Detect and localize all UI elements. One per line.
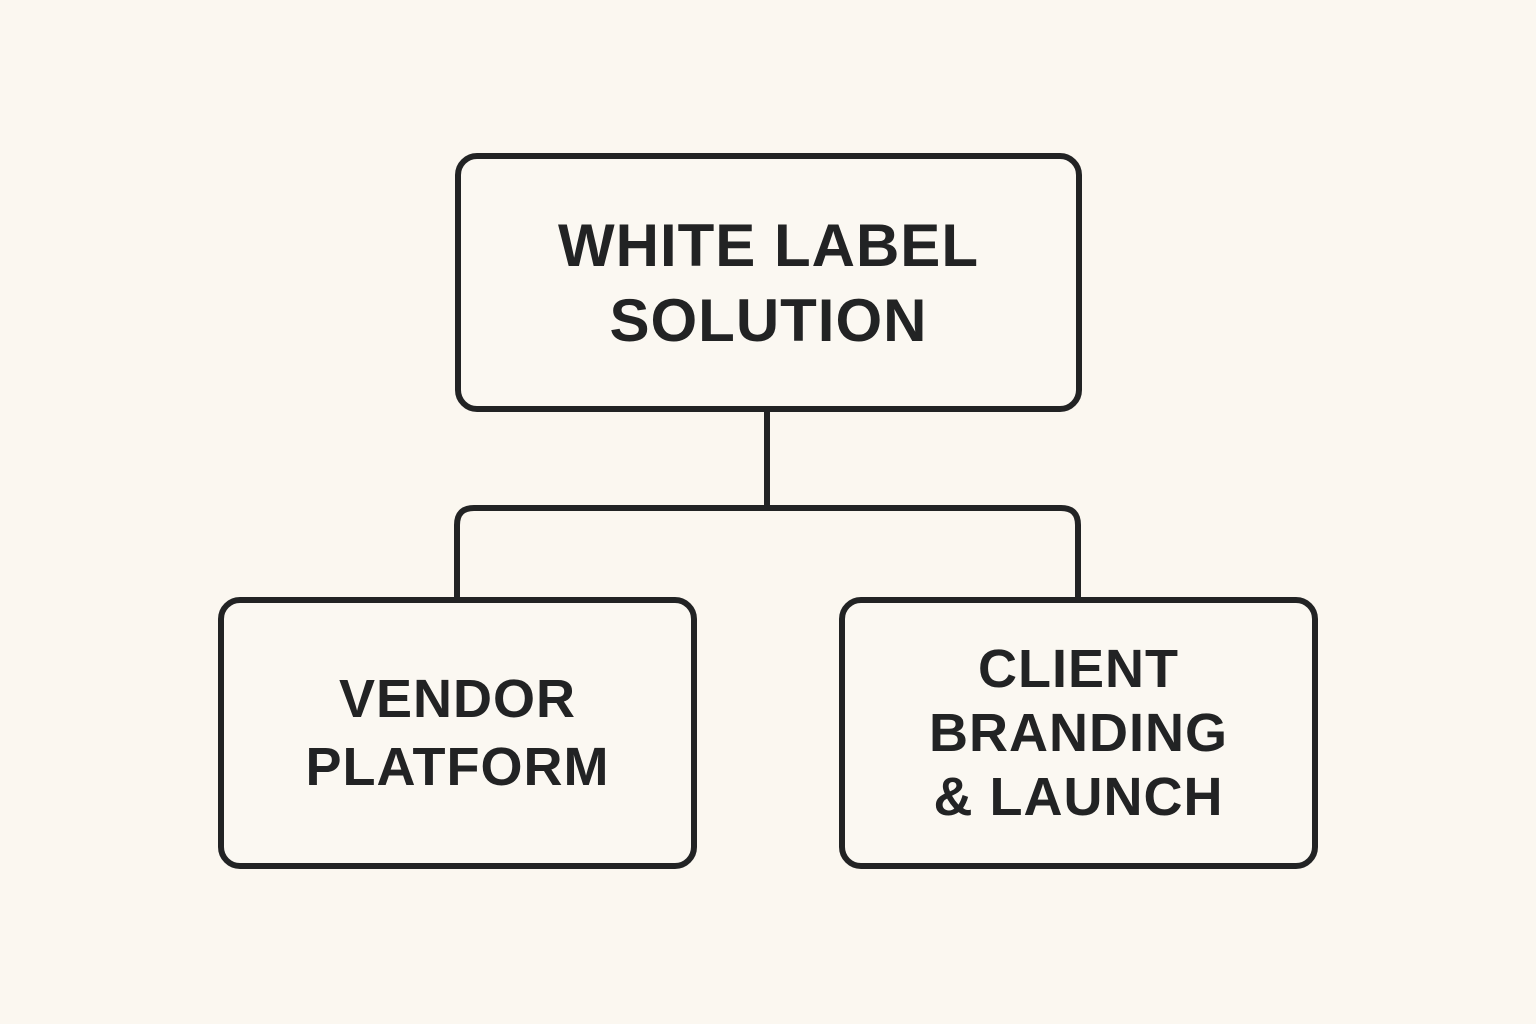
child-node-label: VENDOR PLATFORM	[305, 669, 610, 797]
root-node-label: WHITE LABEL SOLUTION	[558, 211, 979, 354]
child-node-label: CLIENT BRANDING & LAUNCH	[929, 639, 1228, 827]
child-node-client-branding-launch: CLIENT BRANDING & LAUNCH	[839, 597, 1318, 869]
child-node-vendor-platform: VENDOR PLATFORM	[218, 597, 697, 869]
branch-connector	[454, 505, 1081, 600]
root-node-white-label-solution: WHITE LABEL SOLUTION	[455, 153, 1082, 412]
